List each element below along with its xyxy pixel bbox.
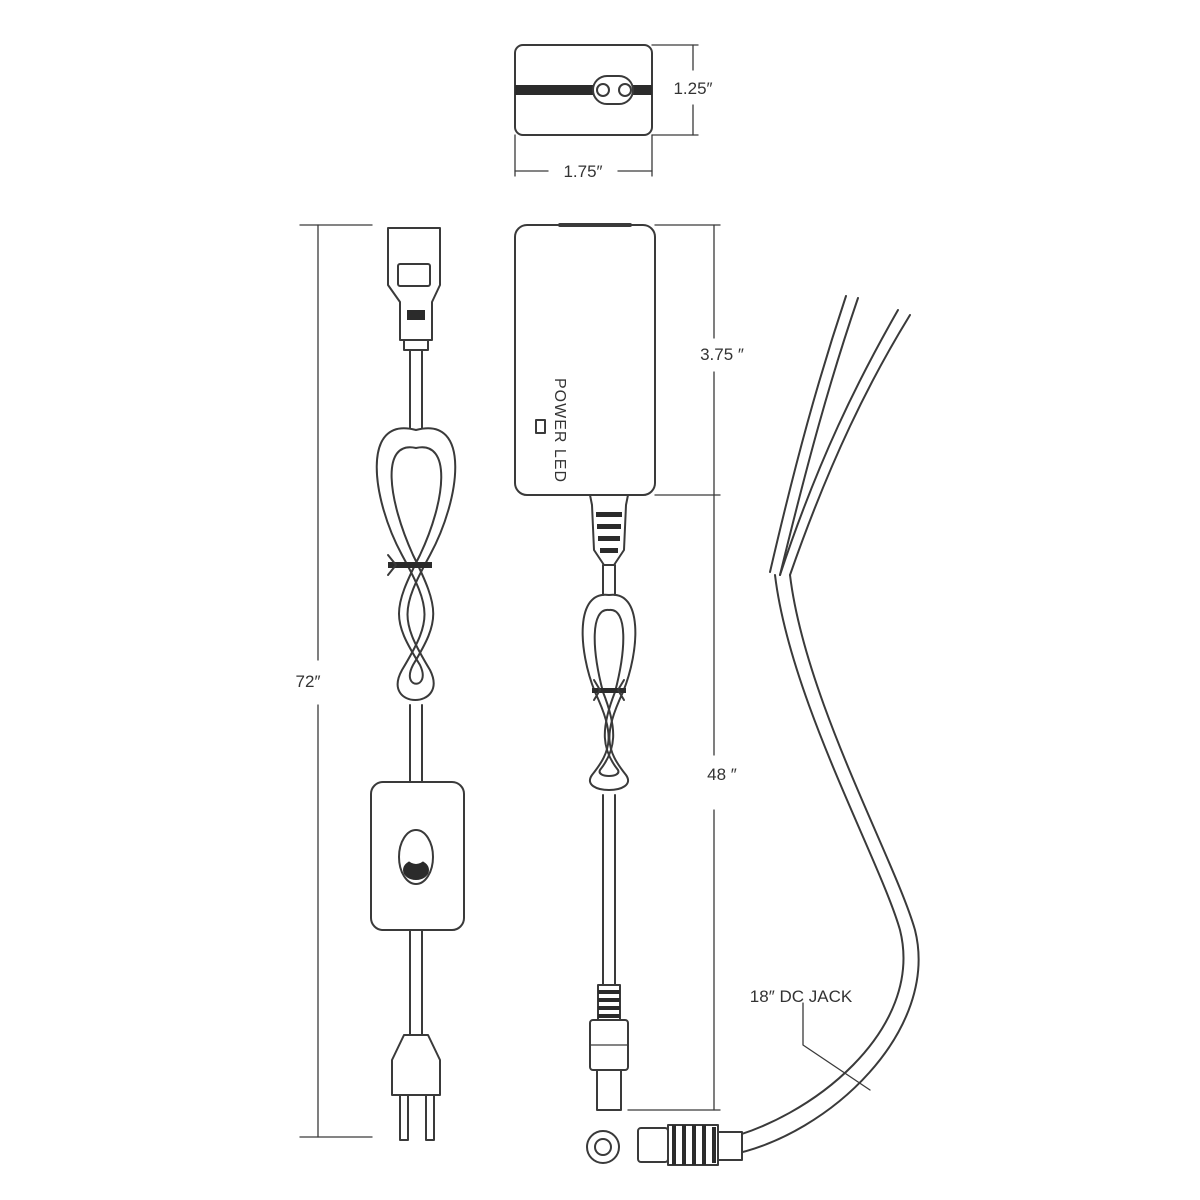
- iec-c8-socket-icon: [592, 75, 634, 105]
- dc-cord-assembly: [581, 564, 637, 1111]
- dimension-adapter-label: 3.75 ″: [700, 345, 744, 364]
- adapter-end-view: [514, 44, 653, 136]
- dc-jack-end-view-icon: [586, 1130, 620, 1164]
- cable-tie-icon: [387, 554, 432, 576]
- two-prong-plug-icon: [391, 1034, 441, 1141]
- c7-connector-icon: [387, 227, 441, 351]
- adapter-body: POWER LED: [514, 223, 656, 496]
- dimension-adapter-length: 3.75 ″: [654, 224, 744, 496]
- inline-switch-icon: [370, 781, 465, 931]
- dimension-overall-label: 72″: [296, 672, 321, 691]
- power-led-label: POWER LED: [551, 378, 568, 483]
- dimension-width-label: 1.75″: [563, 162, 602, 181]
- ac-cord-assembly: [370, 227, 465, 1141]
- strain-relief-icon: [589, 494, 629, 566]
- ac-cord-coil: [375, 427, 457, 701]
- power-led-indicator: [535, 419, 546, 434]
- dc-jack-label: 18″ DC JACK: [750, 987, 853, 1006]
- dc-jack-lead: 18″ DC JACK: [586, 295, 920, 1166]
- dimension-height-label: 1.25″: [673, 79, 712, 98]
- dc-plug-icon: [589, 984, 629, 1111]
- dimension-height-top: 1.25″: [651, 44, 713, 136]
- dc-jack-icon: [637, 1124, 743, 1166]
- dimension-overall-length: 72″: [296, 224, 373, 1138]
- dimension-dc-cord: 48 ″: [627, 494, 737, 1111]
- dimension-width-top: 1.75″: [514, 134, 653, 181]
- dimension-dc-cord-label: 48 ″: [707, 765, 737, 784]
- dc-cable-tie-icon: [592, 679, 626, 701]
- dc-cord-coil: [581, 593, 637, 791]
